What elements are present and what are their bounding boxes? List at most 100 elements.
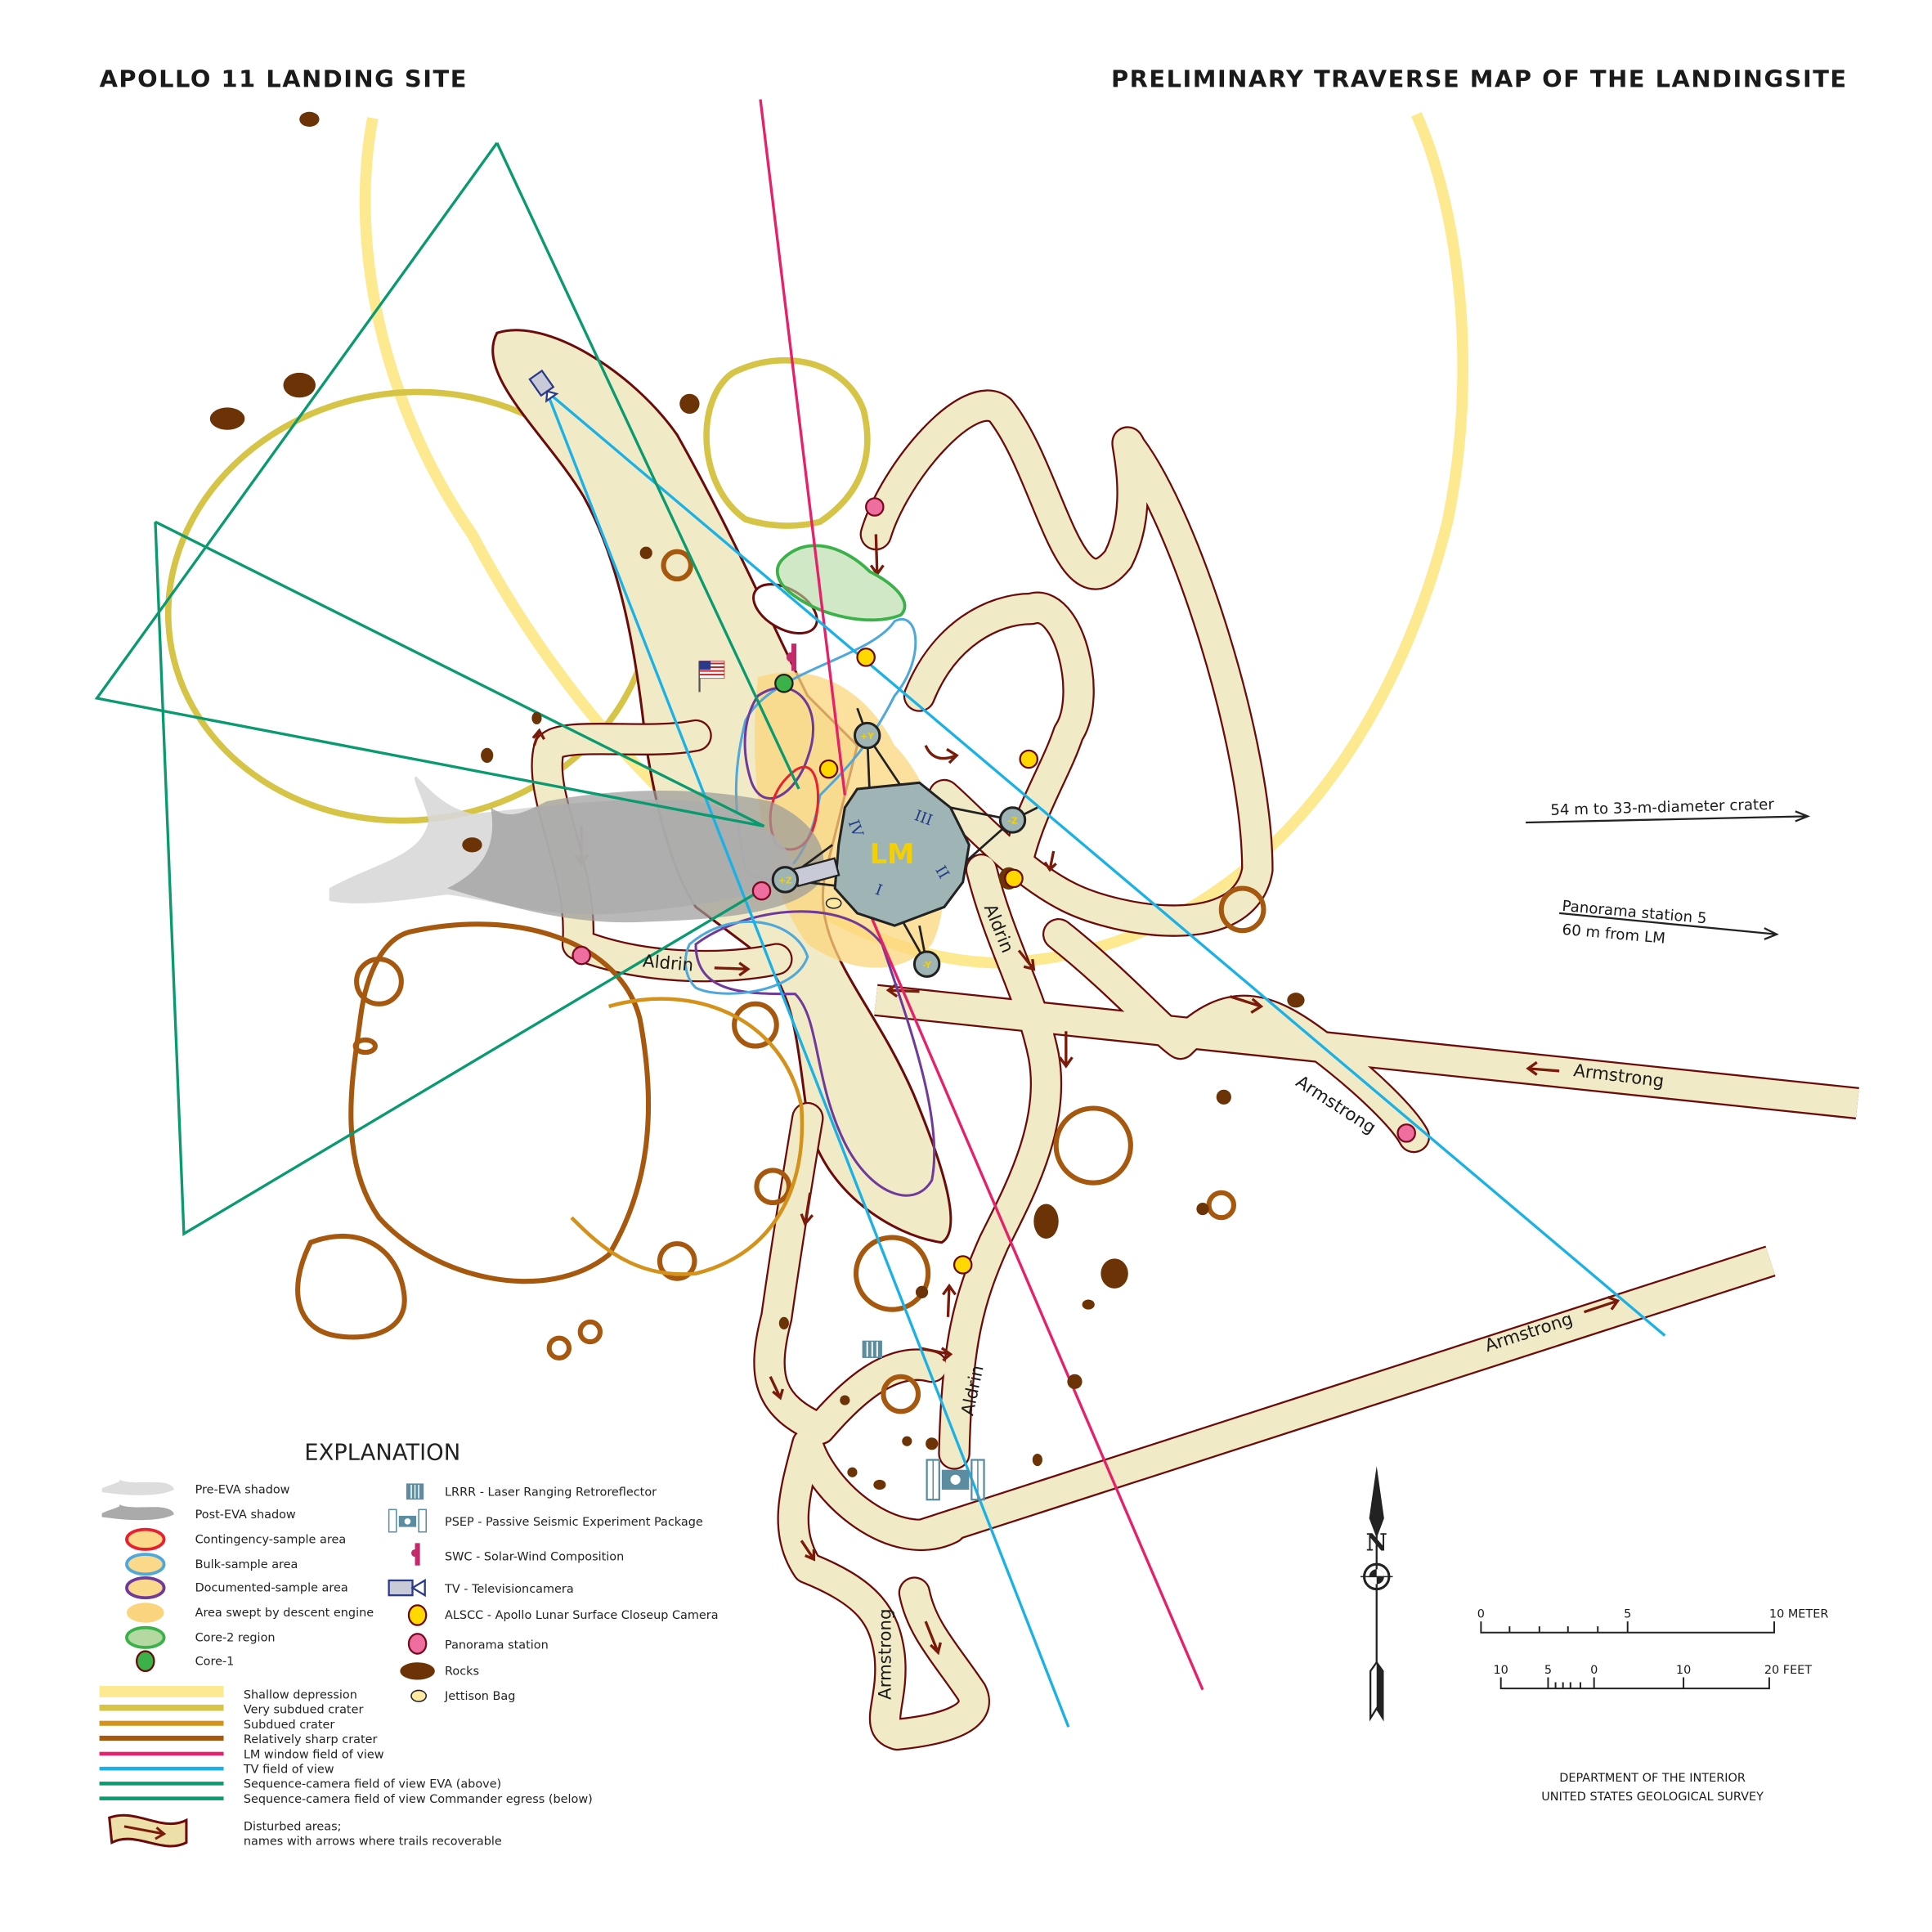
svg-text:-Z: -Z	[1007, 816, 1017, 827]
scale-feet-5: 5	[1544, 1664, 1552, 1677]
legend-label: Very subdued crater	[244, 1704, 364, 1717]
antenna-minus-y: -Y	[912, 950, 941, 978]
seq-egress-swatch	[99, 1796, 224, 1800]
seq-eva-swatch	[99, 1782, 224, 1786]
north-arrow-head-icon	[1369, 1466, 1384, 1539]
antenna-plus-z: +Z	[771, 866, 800, 894]
legend-label: names with arrows where trails recoverab…	[244, 1836, 502, 1849]
legend-label: LRRR - Laser Ranging Retroreflector	[445, 1486, 657, 1499]
jettison-legend-icon	[410, 1689, 427, 1702]
contingency-swatch	[125, 1527, 166, 1551]
scale-meter-10: 10 METER	[1769, 1608, 1828, 1621]
legend-label: Sequence-camera field of view EVA (above…	[244, 1778, 501, 1791]
legend-label: Shallow depression	[244, 1688, 357, 1701]
crater-note-arrow	[1526, 810, 1811, 824]
legend-label: Core-2 region	[195, 1631, 276, 1644]
lm-window-fov	[759, 99, 1204, 1691]
legend-label: Rocks	[445, 1665, 479, 1678]
tv-camera-icon	[528, 369, 559, 403]
scale-feet-0: 0	[1590, 1664, 1598, 1677]
north-arrow: N	[1360, 1466, 1393, 1722]
core-2-swatch	[125, 1625, 166, 1649]
lm-label: LM	[870, 838, 915, 870]
flag-icon	[698, 661, 725, 693]
psep-icon	[926, 1459, 985, 1501]
scale-feet-20: 20 FEET	[1764, 1664, 1812, 1677]
post-eva-shadow	[447, 790, 824, 923]
legend-label: Contingency-sample area	[195, 1533, 347, 1546]
pre-eva-shadow-swatch	[101, 1478, 174, 1495]
tv-legend-icon	[388, 1578, 426, 1598]
post-eva-shadow-swatch	[101, 1503, 174, 1521]
antenna-plus-y: +Y	[853, 721, 881, 750]
psep-legend-icon	[388, 1508, 427, 1533]
very-subdued-crater	[703, 356, 871, 529]
legend-label: TV field of view	[243, 1763, 334, 1776]
legend-label: Subdued crater	[244, 1719, 335, 1732]
legend-label: SWC - Solar-Wind Composition	[445, 1551, 624, 1564]
lrrr-icon	[862, 1340, 882, 1358]
legend-label: TV - Televisioncamera	[444, 1583, 574, 1596]
documented-swatch	[125, 1576, 166, 1600]
north-label: N	[1366, 1528, 1387, 1556]
legend-label: Jettison Bag	[444, 1690, 515, 1703]
shallow-swatch	[99, 1686, 224, 1697]
subdued-crater	[570, 997, 805, 1276]
lm-window-swatch	[99, 1751, 224, 1756]
scale-bar-feet	[1499, 1677, 1770, 1690]
swc-legend-icon	[410, 1543, 420, 1566]
legend-label: Bulk-sample area	[195, 1558, 298, 1571]
crater-note: 54 m to 33-m-diameter crater	[1550, 796, 1775, 819]
legend-label: LM window field of view	[244, 1748, 384, 1761]
panorama-note-arrow	[1559, 912, 1779, 940]
shallow-depression	[359, 112, 1469, 969]
legend-label: Relatively sharp crater	[244, 1733, 378, 1746]
credit-line1: DEPARTMENT OF THE INTERIOR	[1559, 1772, 1746, 1785]
bulk-sample-area	[684, 920, 809, 995]
svg-text:-Y: -Y	[922, 960, 931, 970]
legend: EXPLANATION Pre-EVA shadow Post-EVA shad…	[99, 1441, 719, 1849]
right-title: PRELIMINARY TRAVERSE MAP OF THE LANDINGS…	[1111, 65, 1848, 92]
antenna-minus-z: -Z	[998, 806, 1027, 834]
tv-fov	[545, 390, 1666, 1728]
legend-label: Post-EVA shadow	[195, 1508, 296, 1522]
alscc-legend-icon	[407, 1604, 428, 1626]
core-1	[774, 674, 794, 693]
legend-label: Panorama station	[445, 1639, 549, 1652]
trail-label-aldrin-west: Aldrin	[642, 951, 694, 975]
sequence-camera-fov-egress	[154, 520, 765, 1236]
svg-text:+Y: +Y	[860, 731, 874, 742]
alscc-sites	[818, 648, 1039, 1275]
legend-label: Area swept by descent engine	[195, 1607, 374, 1620]
left-title: APOLLO 11 LANDING SITE	[100, 65, 468, 92]
descent-swatch	[127, 1603, 164, 1623]
scale-meter-0: 0	[1477, 1608, 1485, 1621]
documented-sample-area	[694, 910, 936, 1197]
disturbed-area-main	[491, 329, 953, 1244]
trail-label-armstrong-south: Armstrong	[876, 1609, 896, 1700]
panorama-stations	[572, 497, 1416, 1143]
subdued-swatch	[99, 1720, 224, 1726]
svg-text:+Z: +Z	[778, 875, 792, 885]
sequence-camera-fov-eva	[94, 141, 800, 828]
lm-body	[833, 781, 970, 927]
panorama-note-line2: 60 m from LM	[1562, 921, 1666, 948]
legend-label: Documented-sample area	[195, 1582, 348, 1595]
scale-feet-10-left: 10	[1494, 1664, 1508, 1677]
legend-title: EXPLANATION	[304, 1441, 460, 1466]
jettison-bag	[825, 897, 842, 909]
lrrr-legend-icon	[406, 1483, 424, 1500]
swc-icon	[786, 643, 797, 671]
scale-feet-10: 10	[1676, 1664, 1691, 1677]
legend-label: Sequence-camera field of view Commander …	[244, 1793, 593, 1806]
legend-label: ALSCC - Apollo Lunar Surface Closeup Cam…	[445, 1609, 719, 1622]
legend-label: Pre-EVA shadow	[195, 1484, 290, 1497]
tv-swatch	[99, 1766, 224, 1771]
sharp-swatch	[99, 1735, 224, 1741]
scale-meter-5: 5	[1624, 1608, 1631, 1621]
scale-bar-meters	[1480, 1621, 1775, 1634]
lunar-module: LM I II III IV +Y -Z -Y +Z	[771, 707, 1038, 978]
sharp-craters	[295, 549, 1266, 1414]
credit-line2: UNITED STATES GEOLOGICAL SURVEY	[1541, 1791, 1764, 1804]
